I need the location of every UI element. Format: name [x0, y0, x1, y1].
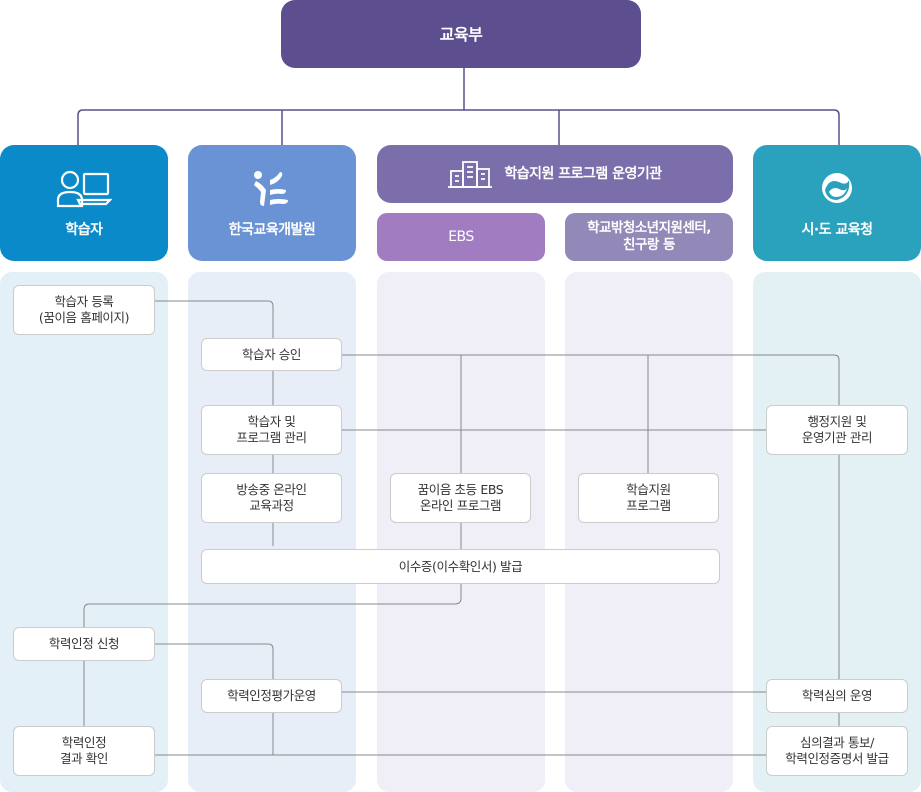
center-header: 학교밖청소년지원센터, 친구랑 등 — [565, 213, 733, 261]
program-org-label: 학습지원 프로그램 운영기관 — [504, 165, 662, 182]
ministry-node: 교육부 — [281, 0, 641, 68]
learner-label: 학습자 — [65, 221, 103, 238]
apply-to-evaluation-line — [155, 643, 274, 755]
certificate-to-apply-line — [83, 584, 462, 726]
result-check-box: 학력인정 결과 확인 — [13, 726, 155, 776]
top-tree-line — [77, 68, 840, 145]
support-program-box: 학습지원 프로그램 — [578, 473, 719, 523]
evaluation-box: 학력인정평가운영 — [201, 679, 342, 713]
manage-box: 학습자 및 프로그램 관리 — [201, 405, 342, 455]
ebs-header: EBS — [377, 213, 545, 261]
ebs-program-box: 꿈이음 초등 EBS 온라인 프로그램 — [390, 473, 531, 523]
building-icon — [448, 161, 493, 188]
register-to-approve-line — [155, 300, 274, 546]
office-label: 시·도 교육청 — [801, 221, 873, 238]
center-column-bg — [565, 272, 733, 792]
broadcast-box: 방송중 온라인 교육과정 — [201, 473, 342, 523]
learner-header: 학습자 — [0, 145, 168, 261]
government-emblem-icon — [822, 172, 852, 203]
notice-box: 심의결과 통보/ 학력인정증명서 발급 — [766, 726, 908, 776]
kedi-label: 한국교육개발원 — [228, 221, 316, 238]
center-label: 학교밖청소년지원센터, 친구랑 등 — [587, 220, 711, 253]
kedi-header: 한국교육개발원 — [188, 145, 356, 261]
approve-box: 학습자 승인 — [201, 338, 342, 371]
office-header: 시·도 교육청 — [753, 145, 921, 261]
register-box: 학습자 등록 (꿈이음 홈페이지) — [13, 285, 155, 335]
committee-box: 학력심의 운영 — [766, 679, 908, 713]
approve-to-office-line — [341, 354, 840, 726]
ebs-label: EBS — [448, 228, 474, 245]
learner-computer-icon — [56, 170, 112, 207]
ministry-label: 교육부 — [439, 24, 483, 44]
certificate-box: 이수증(이수확인서) 발급 — [201, 549, 720, 584]
apply-box: 학력인정 신청 — [13, 627, 155, 661]
program-org-header: 학습지원 프로그램 운영기관 — [377, 145, 733, 203]
admin-box: 행정지원 및 운영기관 관리 — [766, 405, 908, 455]
kedi-logo-icon — [254, 170, 288, 206]
